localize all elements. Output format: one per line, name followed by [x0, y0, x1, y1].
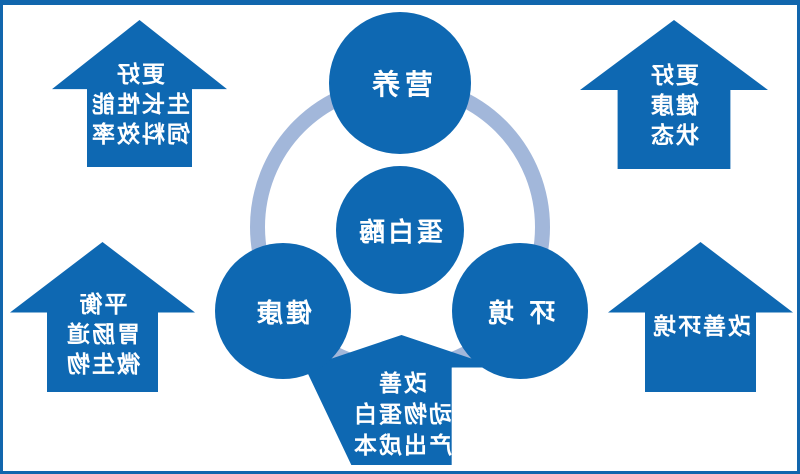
arrow-health-status: 更好 健康 状态: [580, 20, 768, 169]
circle-protease: 蛋白酶: [336, 166, 464, 294]
circle-nutrition-label: 营养: [366, 68, 433, 101]
circle-health: 健康: [215, 243, 351, 379]
circle-nutrition: 营养: [329, 12, 471, 154]
arrow-growth-performance-text: 更好 生长性能 饲料效率: [89, 62, 190, 148]
circle-protease-label: 蛋白酶: [356, 217, 444, 248]
arrow-improve-environment-text: 改善环境: [650, 314, 751, 340]
arrow-gut-microbiota: 平衡 胃肠道 微生物: [10, 242, 195, 392]
arrow-gut-microbiota-text: 平衡 胃肠道 微生物: [65, 292, 140, 378]
circle-environment: 环 境: [452, 243, 588, 379]
arrow-health-status-text: 更好 健康 状态: [649, 63, 699, 149]
arrow-growth-performance: 更好 生长性能 饲料效率: [52, 20, 227, 167]
circle-environment-label: 环 境: [484, 298, 556, 329]
arrow-protein-output-cost-text: 改善 动物蛋白 产出成本: [351, 371, 452, 459]
circle-health-label: 健康: [253, 298, 312, 329]
arrow-improve-environment: 改善环境: [608, 242, 793, 392]
